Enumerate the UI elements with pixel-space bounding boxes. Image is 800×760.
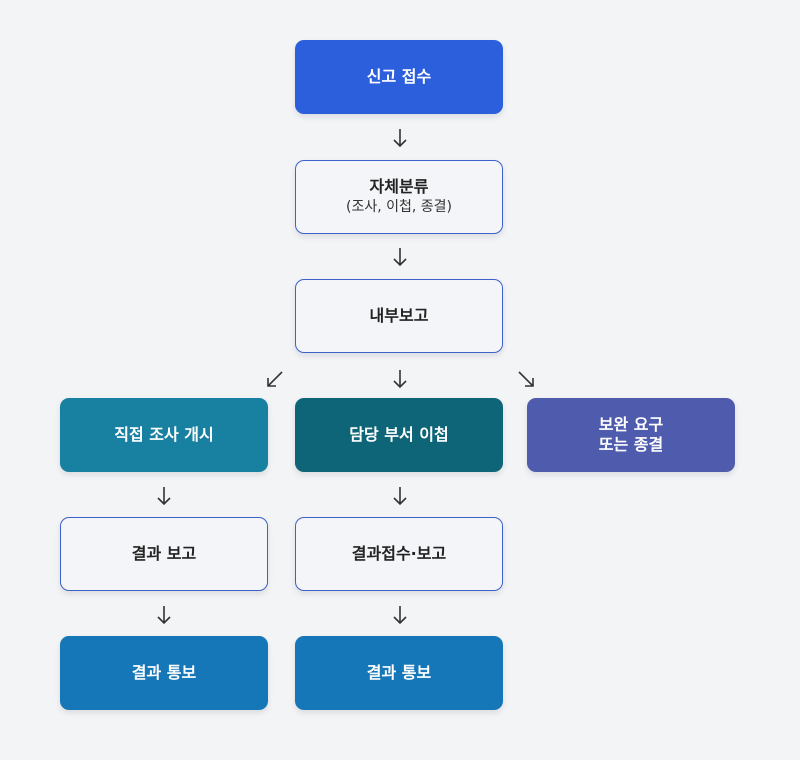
direct-investigation-node: 직접 조사 개시 [60, 398, 268, 472]
mid-result-notice-label: 결과 통보 [366, 663, 432, 682]
arrow-down-icon [388, 484, 412, 508]
mid-receipt-report-label: 결과접수·보고 [351, 544, 447, 563]
arrow-down-icon [388, 245, 412, 269]
left-result-report-node: 결과 보고 [60, 517, 268, 591]
internal-report-node: 내부보고 [295, 279, 503, 353]
self-classification-sublabel: (조사, 이첩, 종결) [345, 199, 452, 215]
arrow-down-right-icon [514, 367, 538, 391]
report-receipt-label: 신고 접수 [366, 67, 432, 86]
self-classification-label: 자체분류 [369, 177, 429, 196]
arrow-down-left-icon [263, 367, 287, 391]
arrow-down-icon [152, 603, 176, 627]
self-classification-node: 자체분류 (조사, 이첩, 종결) [295, 160, 503, 234]
transfer-department-node: 담당 부서 이첩 [295, 398, 503, 472]
direct-investigation-label: 직접 조사 개시 [114, 425, 214, 444]
arrow-down-icon [388, 603, 412, 627]
arrow-down-icon [388, 367, 412, 391]
arrow-down-icon [152, 484, 176, 508]
supplement-request-line2: 또는 종결 [598, 435, 664, 454]
supplement-request-line1: 보완 요구 [598, 415, 664, 434]
transfer-department-label: 담당 부서 이첩 [349, 425, 449, 444]
report-receipt-node: 신고 접수 [295, 40, 503, 114]
left-result-notice-label: 결과 통보 [131, 663, 197, 682]
arrow-down-icon [388, 126, 412, 150]
left-result-notice-node: 결과 통보 [60, 636, 268, 710]
left-result-report-label: 결과 보고 [131, 544, 197, 563]
mid-receipt-report-node: 결과접수·보고 [295, 517, 503, 591]
internal-report-label: 내부보고 [369, 306, 429, 325]
mid-result-notice-node: 결과 통보 [295, 636, 503, 710]
supplement-request-node: 보완 요구 또는 종결 [527, 398, 735, 472]
